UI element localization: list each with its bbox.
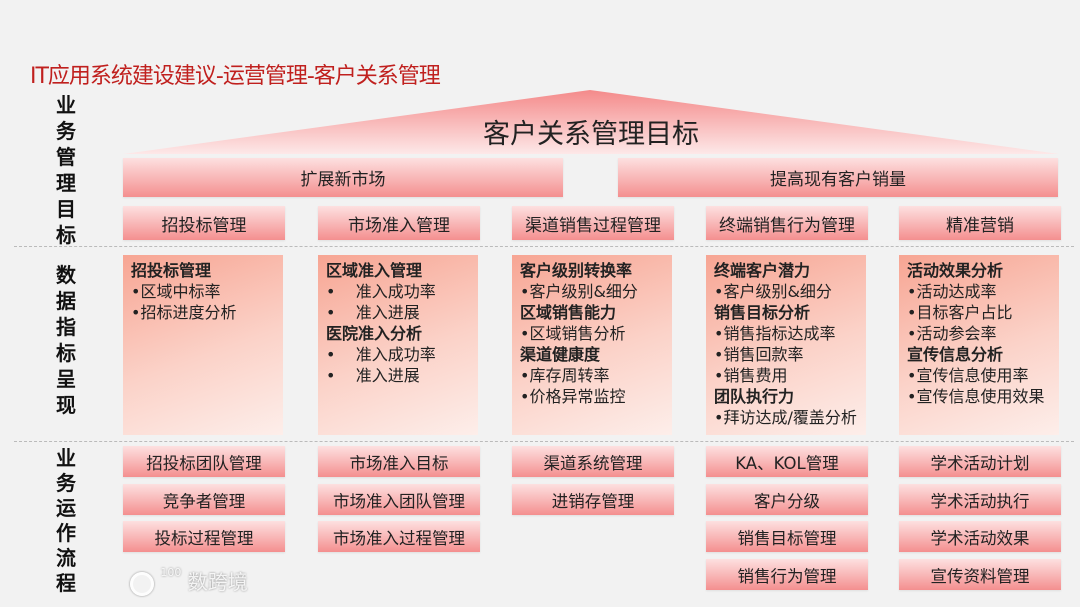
side-label-char: 作 xyxy=(56,521,76,545)
metric-item: •活动参会率 xyxy=(907,324,997,343)
metric-item: •区域中标率 xyxy=(131,282,221,301)
side-label-char: 业 xyxy=(56,93,76,117)
metric-item: • 准入成功率 xyxy=(326,345,436,364)
side-label-char: 务 xyxy=(56,119,76,143)
side-label-char: 标 xyxy=(56,341,76,365)
process-item: 销售目标管理 xyxy=(706,521,868,552)
metric-heading: 区域销售能力 xyxy=(520,303,617,322)
metrics-box: 活动效果分析 •活动达成率 •目标客户占比 •活动参会率宣传信息分析 •宣传信息使用率 •… xyxy=(899,255,1059,435)
goal-title: 客户关系管理目标 xyxy=(483,119,699,150)
side-label-metrics: 数据指标呈现 xyxy=(52,262,80,418)
side-label-char: 程 xyxy=(56,571,76,595)
objective-increase-sales: 提高现有客户销量 xyxy=(618,158,1058,197)
metric-item: •目标客户占比 xyxy=(907,303,1013,322)
metric-heading: 渠道健康度 xyxy=(520,345,601,364)
process-item: 学术活动效果 xyxy=(899,521,1061,552)
divider xyxy=(14,441,1074,442)
page-title: IT应用系统建设建议-运营管理-客户关系管理 xyxy=(30,64,441,89)
side-label-char: 流 xyxy=(56,546,76,570)
metric-item: • 准入进展 xyxy=(326,366,420,385)
process-item: 市场准入团队管理 xyxy=(318,484,480,515)
divider xyxy=(14,246,1074,247)
metrics-box: 招投标管理 •区域中标率 •招标进度分析 xyxy=(123,255,283,435)
process-item: 市场准入目标 xyxy=(318,446,480,477)
side-label-char: 务 xyxy=(56,471,76,495)
metric-heading: 活动效果分析 xyxy=(907,261,1004,280)
metric-item: •宣传信息使用效果 xyxy=(907,387,1045,406)
metric-item: •招标进度分析 xyxy=(131,303,237,322)
metrics-box: 区域准入管理 • 准入成功率 • 准入进展医院准入分析 • 准入成功率 • 准入进展 xyxy=(318,255,478,435)
process-item: 销售行为管理 xyxy=(706,559,868,590)
metric-item: •销售指标达成率 xyxy=(714,324,836,343)
process-item: 宣传资料管理 xyxy=(899,559,1061,590)
side-label-char: 标 xyxy=(56,223,76,247)
watermark-logo: 100 数跨境 xyxy=(130,566,248,596)
process-item: 竞争者管理 xyxy=(123,484,285,515)
metric-heading: 宣传信息分析 xyxy=(907,345,1004,364)
objective-expand-market: 扩展新市场 xyxy=(123,158,563,197)
process-item: 学术活动计划 xyxy=(899,446,1061,477)
side-label-char: 目 xyxy=(56,197,76,221)
metrics-box: 客户级别转换率 •客户级别&细分区域销售能力 •区域销售分析渠道健康度 •库存周转率 •… xyxy=(512,255,672,435)
side-label-goals: 业务管理目标 xyxy=(52,92,80,248)
metric-item: • 准入进展 xyxy=(326,303,420,322)
metric-item: • 准入成功率 xyxy=(326,282,436,301)
side-label-char: 业 xyxy=(56,446,76,470)
metric-item: •宣传信息使用率 xyxy=(907,366,1029,385)
side-label-char: 呈 xyxy=(56,367,76,391)
process-item: 渠道系统管理 xyxy=(512,446,674,477)
module-header: 终端销售行为管理 xyxy=(706,206,868,240)
metric-heading: 客户级别转换率 xyxy=(520,261,633,280)
metric-item: •价格异常监控 xyxy=(520,387,626,406)
side-label-char: 数 xyxy=(56,263,76,287)
metrics-box: 终端客户潜力 •客户级别&细分销售目标分析 •销售指标达成率 •销售回款率 •销售费用团… xyxy=(706,255,866,435)
side-label-process: 业务运作流程 xyxy=(52,446,80,596)
metric-item: •活动达成率 xyxy=(907,282,997,301)
side-label-char: 现 xyxy=(56,393,76,417)
module-header: 渠道销售过程管理 xyxy=(512,206,674,240)
metric-item: •销售回款率 xyxy=(714,345,804,364)
metric-item: •客户级别&细分 xyxy=(714,282,832,301)
module-header: 市场准入管理 xyxy=(318,206,480,240)
metric-item: •库存周转率 xyxy=(520,366,610,385)
metric-item: •客户级别&细分 xyxy=(520,282,638,301)
process-item: 学术活动执行 xyxy=(899,484,1061,515)
metric-heading: 终端客户潜力 xyxy=(714,261,811,280)
metric-heading: 区域准入管理 xyxy=(326,261,423,280)
process-item: 市场准入过程管理 xyxy=(318,521,480,552)
roof-shape xyxy=(123,90,1059,154)
metric-item: •拜访达成/覆盖分析 xyxy=(714,408,857,427)
metric-heading: 销售目标分析 xyxy=(714,303,811,322)
process-item: 投标过程管理 xyxy=(123,521,285,552)
watermark-text: 数跨境 xyxy=(187,570,248,594)
process-item: 客户分级 xyxy=(706,484,868,515)
metric-item: •销售费用 xyxy=(714,366,788,385)
side-label-char: 管 xyxy=(56,145,76,169)
metric-item: •区域销售分析 xyxy=(520,324,626,343)
side-label-char: 理 xyxy=(56,171,76,195)
metric-heading: 医院准入分析 xyxy=(326,324,423,343)
process-item: 进销存管理 xyxy=(512,484,674,515)
metric-heading: 团队执行力 xyxy=(714,387,795,406)
side-label-char: 据 xyxy=(56,289,76,313)
side-label-char: 指 xyxy=(56,315,76,339)
metric-heading: 招投标管理 xyxy=(131,261,212,280)
side-label-char: 运 xyxy=(56,496,76,520)
module-header: 精准营销 xyxy=(899,206,1061,240)
process-item: 招投标团队管理 xyxy=(123,446,285,477)
module-header: 招投标管理 xyxy=(123,206,285,240)
process-item: KA、KOL管理 xyxy=(706,446,868,477)
